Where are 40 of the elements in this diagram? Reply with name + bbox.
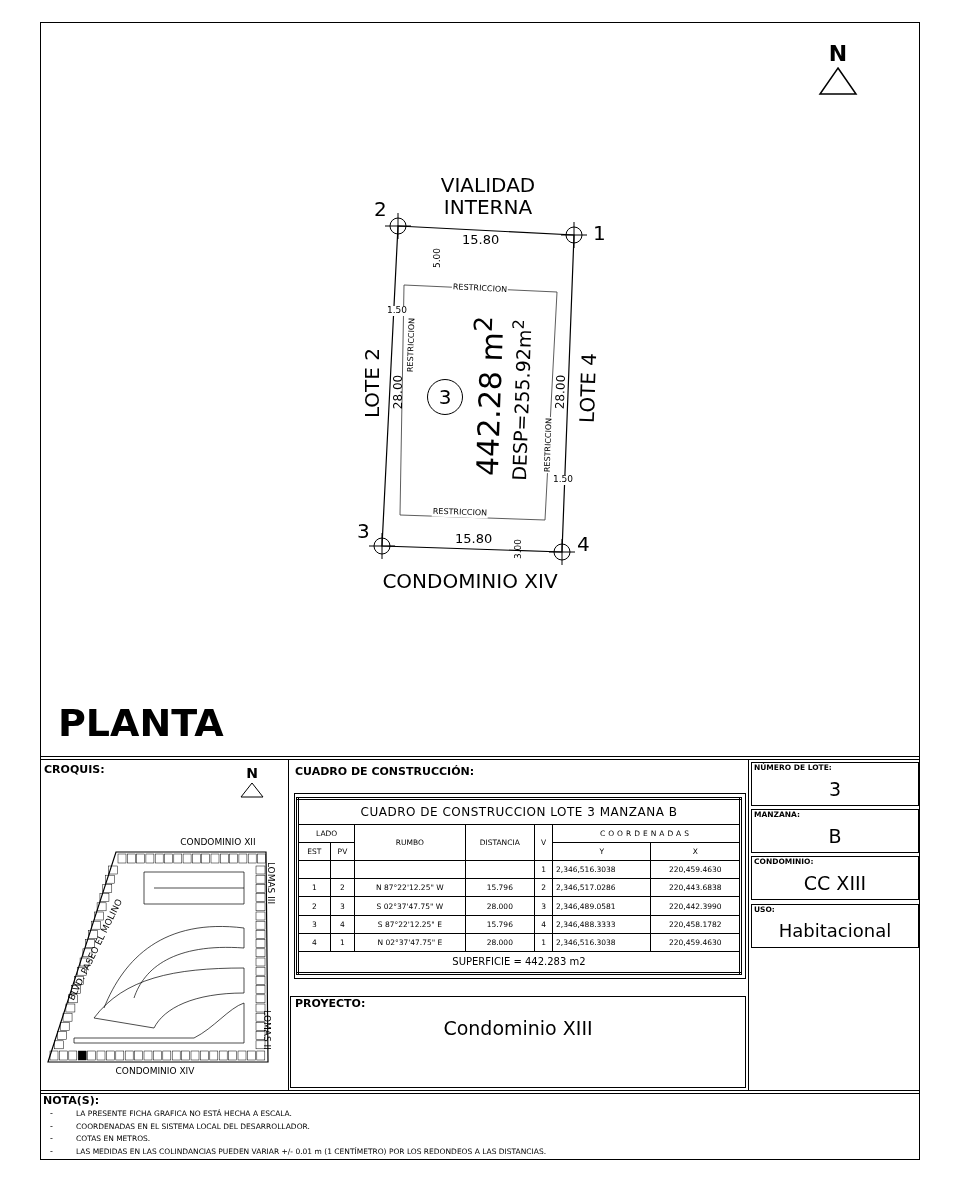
dimension-label: 28.00 [553, 374, 569, 410]
bullet-dash: - [50, 1135, 53, 1144]
field-value: Habitacional [778, 921, 892, 941]
road-label: VIALIDAD INTERNA [439, 174, 537, 218]
bullet-dash: - [50, 1147, 53, 1157]
vertex-number: 2 [374, 198, 387, 220]
vertex-number: 4 [577, 533, 590, 555]
dimension-label: 3.00 [514, 539, 524, 559]
field-value: B [828, 825, 842, 847]
bullet-dash: - [50, 1122, 53, 1132]
section-heading: PROYECTO: [295, 998, 366, 1011]
section-heading: CROQUIS: [44, 764, 105, 777]
boundary-label: CONDOMINIO XIV [382, 570, 558, 592]
adjacent-lot-label: LOTE 2 [361, 347, 383, 419]
vertex-number: 1 [593, 222, 606, 244]
boundary-label: CONDOMINIO XII [180, 838, 256, 848]
dimension-label: 15.80 [455, 532, 493, 547]
setback-label: RESTRICCION [451, 283, 509, 295]
boundary-label: CONDOMINIO XIV [115, 1067, 195, 1077]
dimension-label: 1.50 [386, 306, 409, 316]
field-value: 3 [828, 778, 842, 800]
dimension-label: 28.00 [392, 374, 406, 410]
north-letter: N [246, 766, 258, 782]
north-letter: N [828, 41, 848, 67]
section-heading: CUADRO DE CONSTRUCCIÓN: [295, 766, 475, 779]
section-heading: NOTA(S): [43, 1095, 100, 1108]
setback-label: RESTRICCION [406, 316, 418, 374]
bullet-dash: - [50, 1110, 53, 1119]
dimension-label: 15.80 [462, 233, 500, 248]
dimension-label: 5.00 [433, 248, 443, 268]
field-value: CC XIII [803, 872, 867, 894]
drawing-title: PLANTA [58, 703, 224, 745]
dimension-label: 1.50 [552, 475, 575, 485]
vertex-number: 3 [357, 520, 370, 542]
setback-label: RESTRICCION [543, 416, 555, 474]
adjacent-lot-label: LOTE 4 [575, 352, 601, 424]
boundary-label: LOMAS II [261, 1010, 271, 1050]
boundary-label: LOMAS III [265, 861, 275, 905]
project-name: Condominio XIII [443, 1017, 593, 1039]
setback-label: RESTRICCION [431, 507, 489, 519]
